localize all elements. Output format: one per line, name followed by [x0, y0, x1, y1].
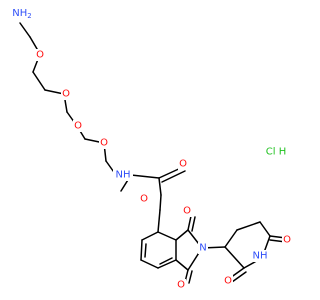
bond: [144, 243, 147, 258]
bond: [32, 71, 46, 91]
bond: [236, 221, 261, 231]
bond: [157, 259, 177, 269]
bond: [224, 246, 245, 269]
bond: [175, 229, 189, 241]
bond: [157, 209, 161, 233]
aryl-ether-oxygen-label: O: [140, 194, 148, 205]
bond: [231, 271, 247, 283]
bond: [140, 259, 159, 269]
bond: [224, 229, 238, 248]
bond: [19, 22, 31, 38]
amide-oxygen-label: O: [179, 159, 187, 170]
bond: [159, 194, 162, 211]
glutarimide-oxygen-left-label: O: [224, 276, 232, 287]
bond: [130, 174, 160, 179]
bond: [158, 177, 162, 196]
bond: [191, 216, 196, 232]
amide-nh-label: NH: [116, 170, 131, 181]
ether-oxygen-1: O: [36, 50, 44, 61]
bond: [259, 221, 271, 237]
bond: [44, 89, 65, 95]
glutarimide-oxygen-right-label: O: [283, 235, 291, 246]
bond: [159, 257, 173, 265]
ether-oxygen-3: O: [74, 121, 82, 132]
bond: [188, 270, 193, 284]
bond: [161, 170, 186, 183]
ether-oxygen-2: O: [62, 89, 70, 100]
bond: [175, 259, 189, 271]
imide-nitrogen-label: N: [199, 243, 206, 254]
bond: [140, 239, 143, 261]
hydrochloride-salt-label: Cl H: [266, 147, 286, 158]
glutarimide-nh-label: NH: [253, 251, 268, 262]
imide-oxygen-top-label: O: [183, 206, 191, 217]
molecule-diagram: NH2 O O O O NH O O O O N NH O: [12, 6, 292, 291]
atom-labels: NH2 O O O O NH O O O O N NH O: [12, 6, 292, 291]
ether-oxygen-4: O: [100, 138, 108, 149]
bond: [187, 215, 192, 231]
bonds: [19, 22, 287, 284]
amine-label: NH2: [12, 8, 31, 21]
bond: [141, 231, 159, 241]
imide-oxygen-bottom-label: O: [177, 280, 185, 291]
bond: [157, 231, 177, 241]
